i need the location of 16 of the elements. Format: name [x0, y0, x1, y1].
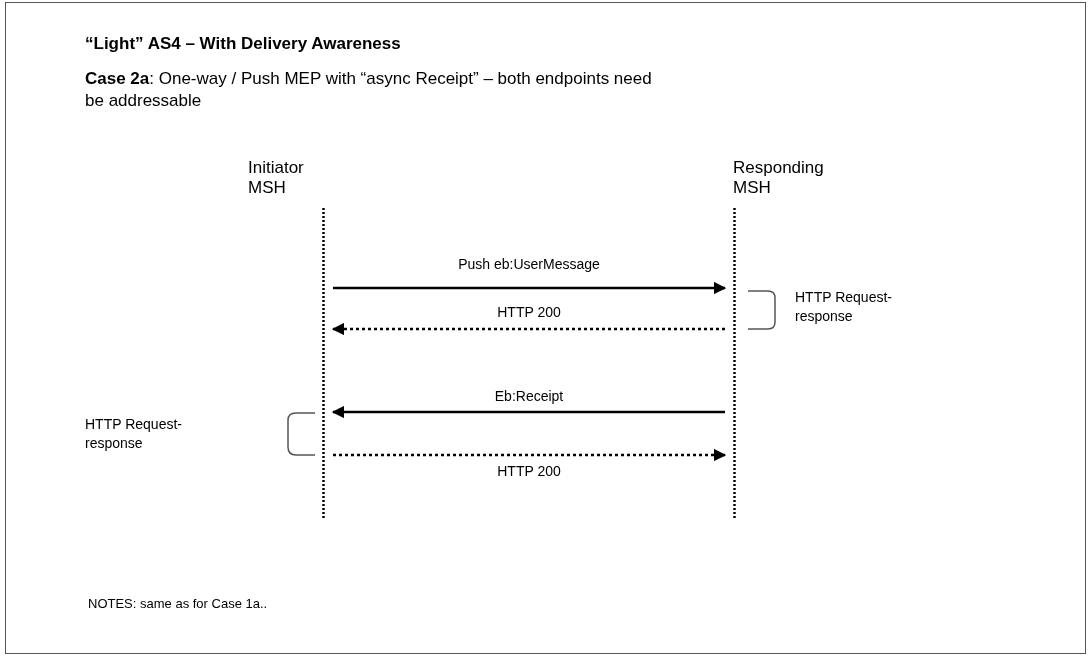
edge-label: HTTP 200: [495, 304, 563, 320]
slide-title: “Light” AS4 – With Delivery Awareness: [85, 34, 401, 54]
edge-label: HTTP 200: [495, 463, 563, 479]
message-arrow: [331, 405, 725, 419]
edge-label: Push eb:UserMessage: [456, 256, 602, 272]
edge-label: Eb:Receipt: [492, 388, 566, 404]
message-arrow: [333, 448, 727, 462]
lifeline: [248, 158, 325, 520]
case-description: Case 2a: One-way / Push MEP with “async Receipt” – both endpoints need be addressable: [85, 68, 653, 112]
message-arrow: [331, 322, 725, 336]
participant-label: Initiator MSH: [248, 158, 305, 198]
message-arrow: [333, 281, 727, 295]
bracket-label: HTTP Request-response: [85, 415, 183, 453]
participant-label: Responding MSH: [733, 158, 825, 198]
note-text: NOTES: same as for Case 1a..: [88, 596, 268, 611]
bracket-label: HTTP Request-response: [795, 288, 893, 326]
